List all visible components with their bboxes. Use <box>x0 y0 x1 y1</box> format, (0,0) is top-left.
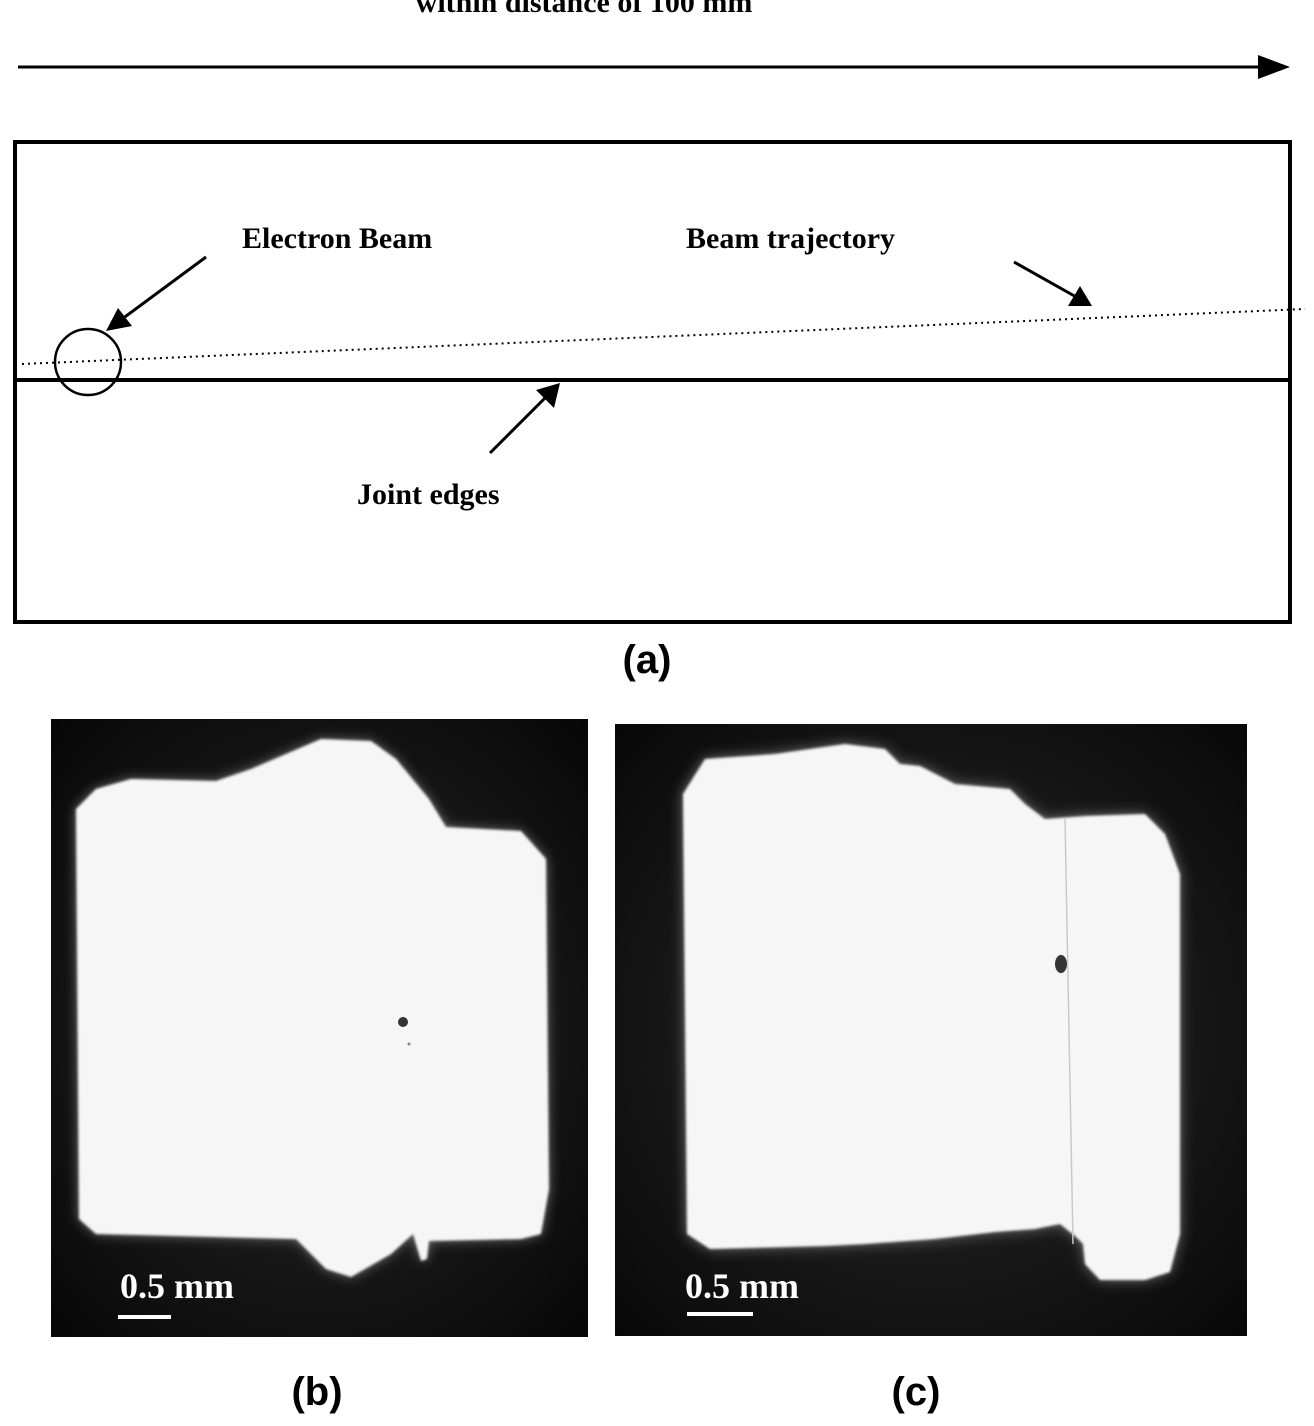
weld-cross-section-b <box>76 739 549 1277</box>
joint-edges-pointer-arrow <box>488 383 560 455</box>
weld-cross-section-c <box>683 744 1180 1280</box>
electron-beam-label: Electron Beam <box>242 222 433 255</box>
scale-label-b: 0.5 mm <box>120 1266 234 1306</box>
direction-arrow <box>18 55 1290 79</box>
beam-trajectory-label: Beam trajectory <box>686 222 896 255</box>
electron-beam-circle <box>53 327 123 397</box>
schematic-diagram <box>13 55 1306 624</box>
micrograph-c <box>615 724 1247 1336</box>
interface-line-c <box>1064 818 1074 1245</box>
panel-label-b: (b) <box>291 1370 343 1414</box>
panel-label-a: (a) <box>622 638 672 682</box>
direction-caption: within distance of 100 mm <box>415 0 753 19</box>
beam-trajectory-line <box>21 308 1306 365</box>
pore-b <box>398 1017 408 1027</box>
joint-edges-label: Joint edges <box>357 478 500 511</box>
electron-beam-pointer-arrow <box>106 255 207 331</box>
pore-c <box>1055 955 1067 973</box>
trajectory-pointer-arrow <box>1013 260 1092 306</box>
panel-label-c: (c) <box>891 1370 941 1414</box>
scale-label-c: 0.5 mm <box>685 1266 799 1306</box>
micrograph-b <box>51 719 588 1337</box>
